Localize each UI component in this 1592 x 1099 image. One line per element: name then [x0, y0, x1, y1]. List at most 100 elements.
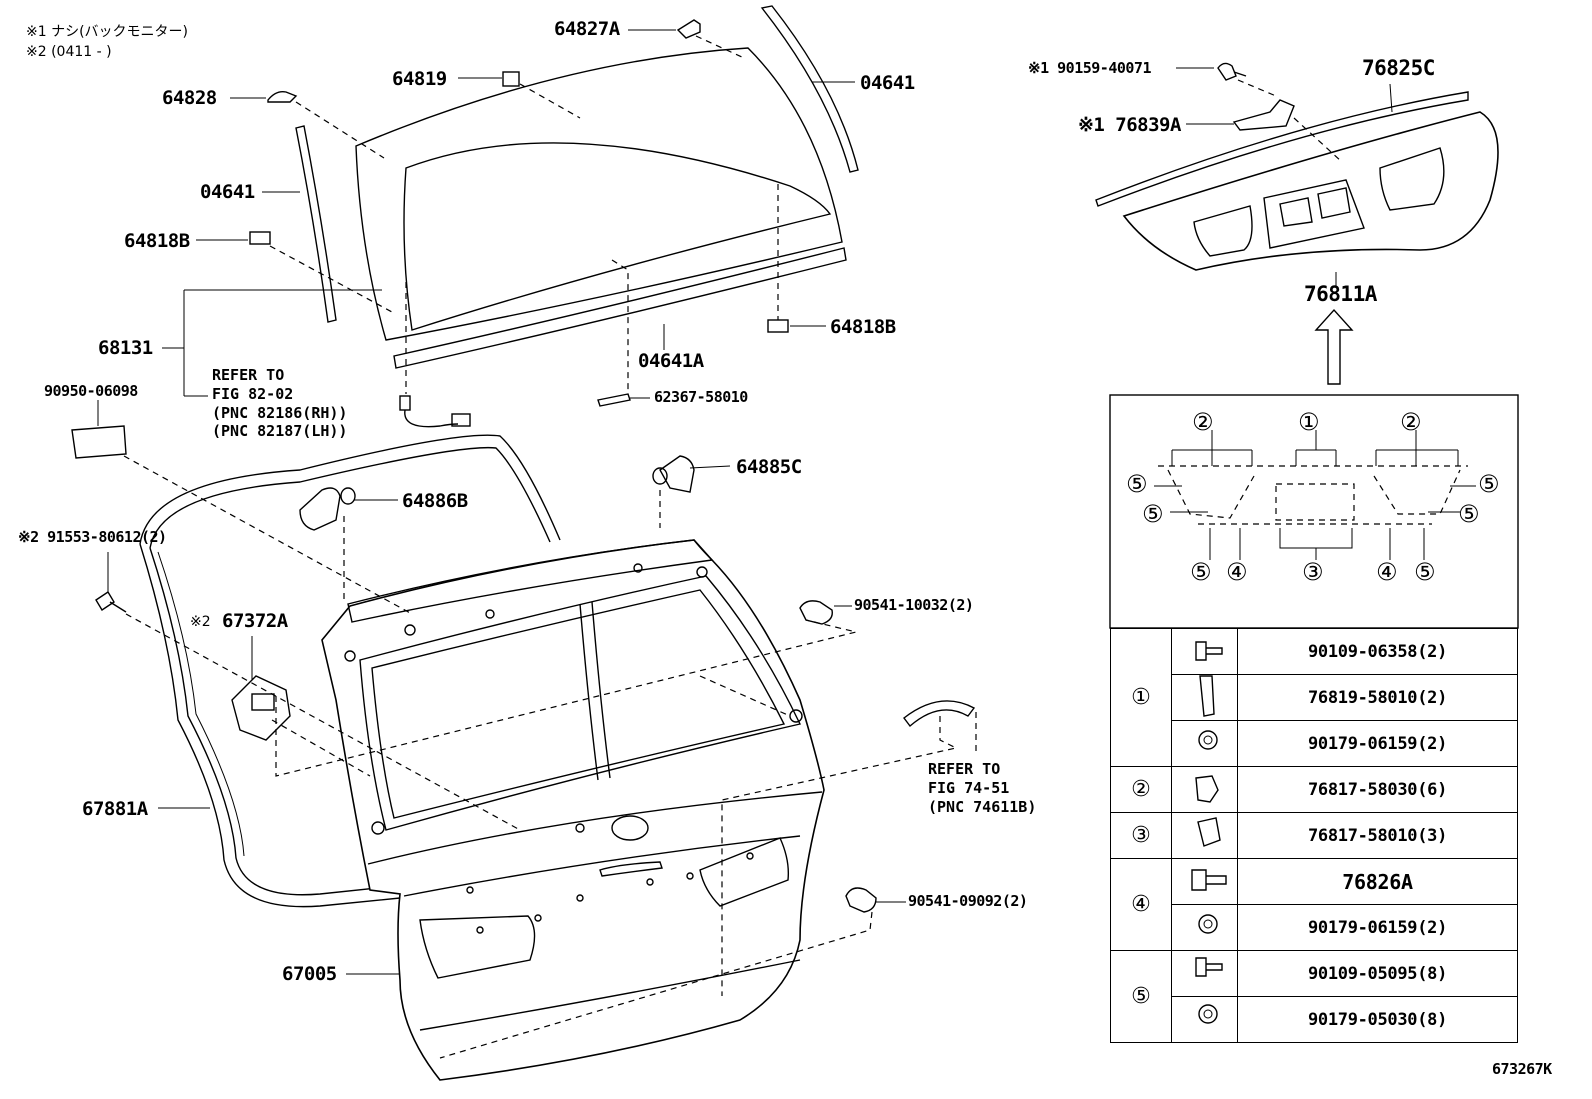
diagram-circle-4-a: ④: [1226, 558, 1248, 586]
callout-64818B-left: 64818B: [124, 230, 190, 252]
legend-row: ⑤ 90109-05095(8): [1110, 950, 1518, 1043]
callout-64886B: 64886B: [402, 490, 468, 512]
back-door-67005: [321, 539, 825, 1081]
lock-67372A: [231, 675, 291, 741]
callout-64827A: 64827A: [554, 18, 620, 40]
handle-74611B: [903, 700, 976, 728]
callout-90541-09092: 90541-09092(2): [908, 892, 1028, 910]
legend-group-1: ①: [1110, 628, 1172, 767]
diagram-circle-1: ①: [1298, 408, 1320, 436]
defogger-wire: [399, 395, 471, 428]
bumper-90541-10032: [799, 600, 833, 625]
callout-04641-left: 04641: [200, 181, 255, 203]
legend-part: 90179-06159(2): [1237, 720, 1518, 767]
nut-icon: [1171, 996, 1238, 1043]
diagram-circle-4-b: ④: [1376, 558, 1398, 586]
callout-64885C: 64885C: [736, 456, 802, 478]
bracket-76839A: [1232, 99, 1295, 131]
clip-location-diagram: [1109, 394, 1519, 629]
moulding-04641-right: [760, 5, 859, 173]
callout-90950-06098: 90950-06098: [44, 382, 138, 400]
callout-64828: 64828: [162, 87, 217, 109]
note-1: ※1 ナシ(バックモニター): [26, 24, 189, 40]
callout-90541-10032: 90541-10032(2): [854, 596, 974, 614]
weatherstrip-67881A: [139, 434, 561, 908]
legend-part: 76819-58010(2): [1237, 674, 1518, 721]
legend-group-5: ⑤: [1110, 950, 1172, 1043]
hinge-64885C: [652, 455, 695, 493]
clip-icon: [1171, 812, 1238, 859]
callout-91553-80612: ※2 91553-80612(2): [18, 528, 167, 546]
diagram-circle-5-b: ⑤: [1478, 470, 1500, 498]
legend-group-3: ③: [1110, 812, 1172, 859]
clip-64827A: [676, 19, 701, 39]
nut-icon: [1171, 720, 1238, 767]
callout-76825C: 76825C: [1362, 56, 1435, 80]
legend-part: 90179-05030(8): [1237, 996, 1518, 1043]
bolt-icon: [1171, 950, 1238, 997]
legend-part: 90109-05095(8): [1237, 950, 1518, 997]
fastener-legend-table: ① 90109-06358(2) 76819-58010(2) 90179-06…: [1110, 628, 1518, 1043]
diagram-circle-5-a: ⑤: [1126, 470, 1148, 498]
figure-id: 673267K: [1492, 1060, 1552, 1078]
hinge-64886B: [299, 487, 356, 531]
callout-67881A: 67881A: [82, 798, 148, 820]
callout-68131: 68131: [98, 337, 153, 359]
garnish-76811A: [1095, 91, 1499, 271]
bracket-62367: [597, 393, 631, 407]
callout-90159-40071: ※1 90159-40071: [1028, 59, 1151, 77]
dashed-guide-lines: [123, 35, 977, 1059]
back-glass-68131: [355, 47, 847, 369]
callout-62367-58010: 62367-58010: [654, 388, 748, 406]
stud-icon: [1171, 858, 1238, 905]
legend-row: 90179-05030(8): [1111, 996, 1518, 1043]
bolt-icon: [1171, 628, 1238, 675]
note-2: ※2 (0411 - ): [26, 44, 112, 60]
bumper-90541-09092: [845, 887, 877, 913]
diagram-circle-5-f: ⑤: [1414, 558, 1436, 586]
right-leaders: [1176, 67, 1393, 385]
nut-icon: [1171, 904, 1238, 951]
plate-icon: [1171, 674, 1238, 721]
callout-76839A: ※1 76839A: [1078, 114, 1181, 136]
clip-64818B-left: [249, 231, 271, 245]
callout-67372A-mark: ※2: [190, 614, 211, 630]
legend-row: ③ 76817-58010(3): [1110, 812, 1518, 859]
legend-part: 76826A: [1237, 858, 1518, 905]
callout-67372A: 67372A: [222, 610, 288, 632]
callout-04641-top: 04641: [860, 72, 915, 94]
legend-group-4: ④: [1110, 858, 1172, 951]
legend-row: 90179-06159(2): [1111, 720, 1518, 767]
callout-04641A: 04641A: [638, 350, 704, 372]
legend-row: ② 76817-58030(6): [1110, 766, 1518, 813]
callout-67005: 67005: [282, 963, 337, 985]
diagram-circle-2-left: ②: [1192, 408, 1214, 436]
bolt-91553: [95, 591, 127, 613]
spacer-64819: [502, 71, 520, 87]
legend-row: 90179-06159(2): [1111, 904, 1518, 951]
diagram-circle-3: ③: [1302, 558, 1324, 586]
screw-90159: [1217, 62, 1247, 81]
clip-64818B-right: [767, 319, 789, 333]
legend-part: 76817-58010(3): [1237, 812, 1518, 859]
moulding-04641-left: [295, 125, 337, 323]
label-plate-90950: [71, 425, 127, 459]
reference-fig-82-02: REFER TO FIG 82-02 (PNC 82186(RH)) (PNC …: [212, 366, 348, 441]
legend-part: 76817-58030(6): [1237, 766, 1518, 813]
clip-64828: [267, 90, 298, 103]
legend-part: 90179-06159(2): [1237, 904, 1518, 951]
callout-64819: 64819: [392, 68, 447, 90]
legend-row: ① 90109-06358(2): [1110, 628, 1518, 767]
leader-lines: [97, 29, 906, 975]
reference-fig-74-51: REFER TO FIG 74-51 (PNC 74611B): [928, 760, 1037, 816]
legend-part: 90109-06358(2): [1237, 628, 1518, 675]
legend-group-2: ②: [1110, 766, 1172, 813]
callout-64818B-right: 64818B: [830, 316, 896, 338]
callout-76811A: 76811A: [1304, 282, 1377, 306]
diagram-circle-2-right: ②: [1400, 408, 1422, 436]
clip-icon: [1171, 766, 1238, 813]
legend-row: ④ 76826A: [1110, 858, 1518, 951]
diagram-circle-5-e: ⑤: [1190, 558, 1212, 586]
diagram-circle-5-d: ⑤: [1458, 500, 1480, 528]
legend-row: 76819-58010(2): [1111, 674, 1518, 721]
